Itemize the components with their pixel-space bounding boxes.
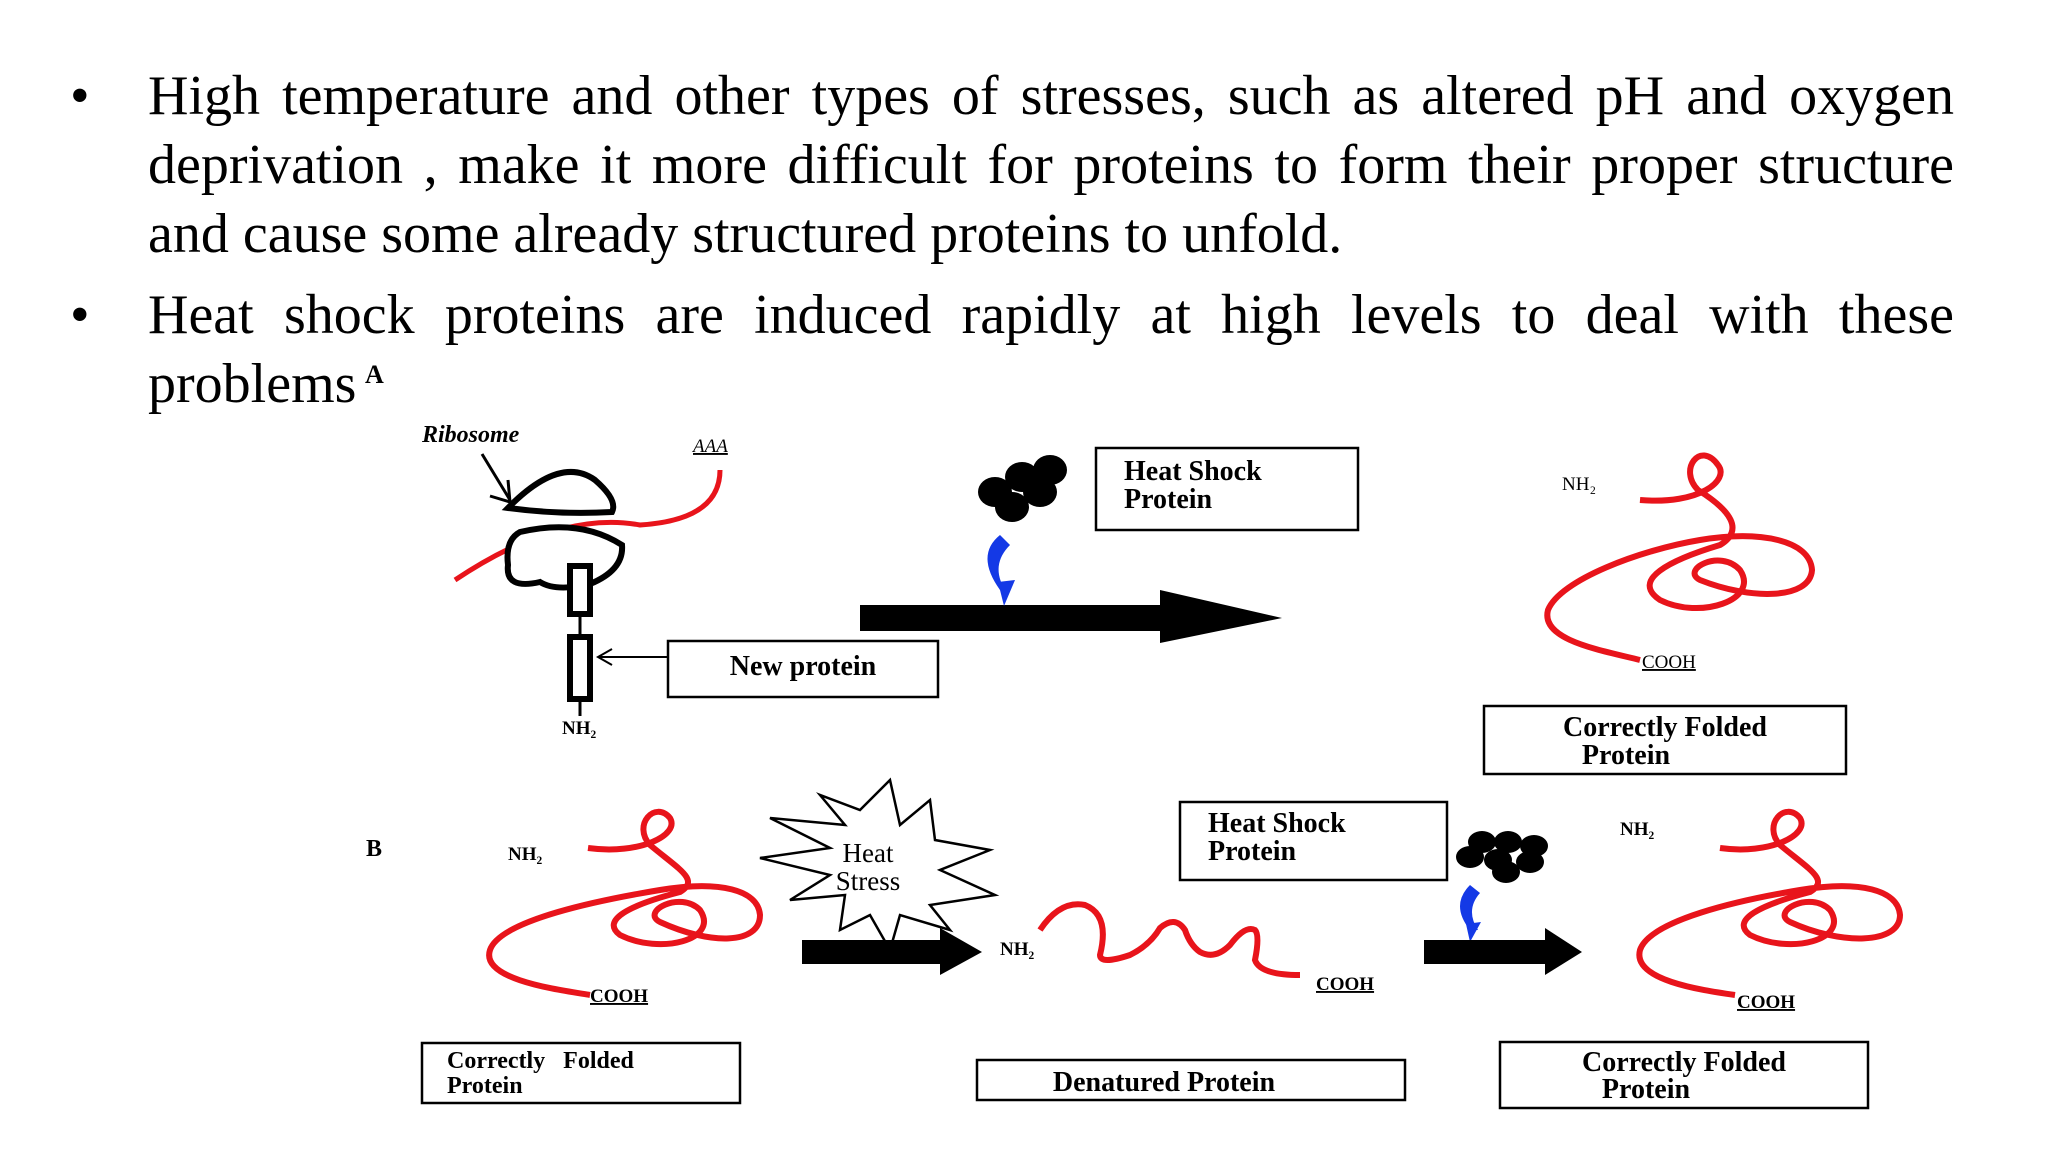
denatured-box-label: Denatured Protein — [1053, 1067, 1276, 1098]
chaperone-arrow-b — [1460, 885, 1480, 930]
left-cooh-label: COOH — [590, 986, 648, 1007]
left-folded-box — [420, 1041, 742, 1105]
chaperone-arrow-a-tip — [998, 580, 1015, 606]
left-box-line1: Correctly Folded — [447, 1048, 634, 1074]
nascent-segment — [567, 563, 593, 617]
folded-protein-left — [486, 808, 764, 998]
panel-b-label: B — [366, 836, 382, 862]
ribosome-large-subunit — [504, 524, 626, 591]
new-protein-box — [666, 639, 940, 699]
denatured-protein — [1037, 901, 1301, 978]
process-arrow-a-shaft — [860, 605, 1170, 631]
folded-a-cooh-label: COOH — [1642, 652, 1696, 673]
nascent-segment — [567, 634, 593, 702]
bullet-text: High temperature and other types of stre… — [148, 65, 1954, 265]
folded-box-a — [1482, 704, 1848, 776]
hsp-box-a — [1094, 446, 1360, 532]
nascent-nh2-label: NH₂ — [562, 718, 597, 739]
bullet-text: Heat shock proteins are induced rapidly … — [148, 284, 1954, 415]
process-arrow-b1-shaft — [802, 940, 952, 964]
heat-stress-line1: Heat — [843, 838, 894, 868]
denatured-box — [975, 1058, 1407, 1102]
denatured-nh2-label: NH₂ — [1000, 939, 1035, 960]
folded-box-a-line2: Protein — [1582, 740, 1671, 771]
right-folded-box — [1498, 1040, 1870, 1110]
bullet-item: • Heat shock proteins are induced rapidl… — [60, 281, 1954, 419]
hsp-box-b-line2: Protein — [1208, 836, 1297, 867]
hsp-complex-b — [1456, 831, 1548, 883]
bullet-item: • High temperature and other types of st… — [60, 62, 1954, 269]
right-cooh-label: COOH — [1737, 992, 1795, 1013]
chaperone-arrow-b-tip — [1466, 922, 1481, 942]
right-box-line1: Correctly Folded — [1582, 1047, 1786, 1078]
bullet-symbol: • — [70, 284, 90, 346]
left-nh2-label: NH₂ — [508, 844, 543, 865]
mrna-label: AAA — [691, 436, 728, 457]
hsp-complex-a — [978, 455, 1067, 522]
folded-a-nh2-label: NH₂ — [1562, 474, 1596, 495]
right-box-line2: Protein — [1602, 1074, 1691, 1105]
ribosome-pointer — [480, 453, 512, 501]
ribosome-label: Ribosome — [421, 422, 520, 448]
chaperone-arrow-a — [987, 535, 1010, 590]
hsp-box-b — [1178, 800, 1449, 882]
left-box-line2: Protein — [447, 1073, 523, 1099]
heat-stress-line2: Stress — [836, 866, 901, 896]
panel-a-label: A — [365, 360, 384, 389]
folded-box-a-line1: Correctly Folded — [1563, 712, 1767, 743]
ribosome-small-subunit — [501, 469, 617, 516]
process-arrow-b2-shaft — [1424, 940, 1554, 964]
process-arrow-b1-head — [940, 928, 982, 975]
bullet-symbol: • — [70, 65, 90, 127]
hsp-box-a-line1: Heat Shock — [1124, 456, 1262, 487]
new-protein-pointer-head — [595, 648, 613, 666]
folded-protein-a — [1544, 452, 1816, 663]
process-arrow-a-head — [1160, 590, 1282, 643]
bullet-list: • High temperature and other types of st… — [60, 62, 1954, 419]
folded-protein-right — [1636, 808, 1904, 998]
hsp-box-a-line2: Protein — [1124, 484, 1213, 515]
process-arrow-b2-head — [1545, 928, 1582, 975]
denatured-cooh-label: COOH — [1316, 974, 1374, 995]
new-protein-label: New protein — [730, 651, 877, 682]
right-nh2-label: NH₂ — [1620, 819, 1655, 840]
hsp-box-b-line1: Heat Shock — [1208, 808, 1346, 839]
